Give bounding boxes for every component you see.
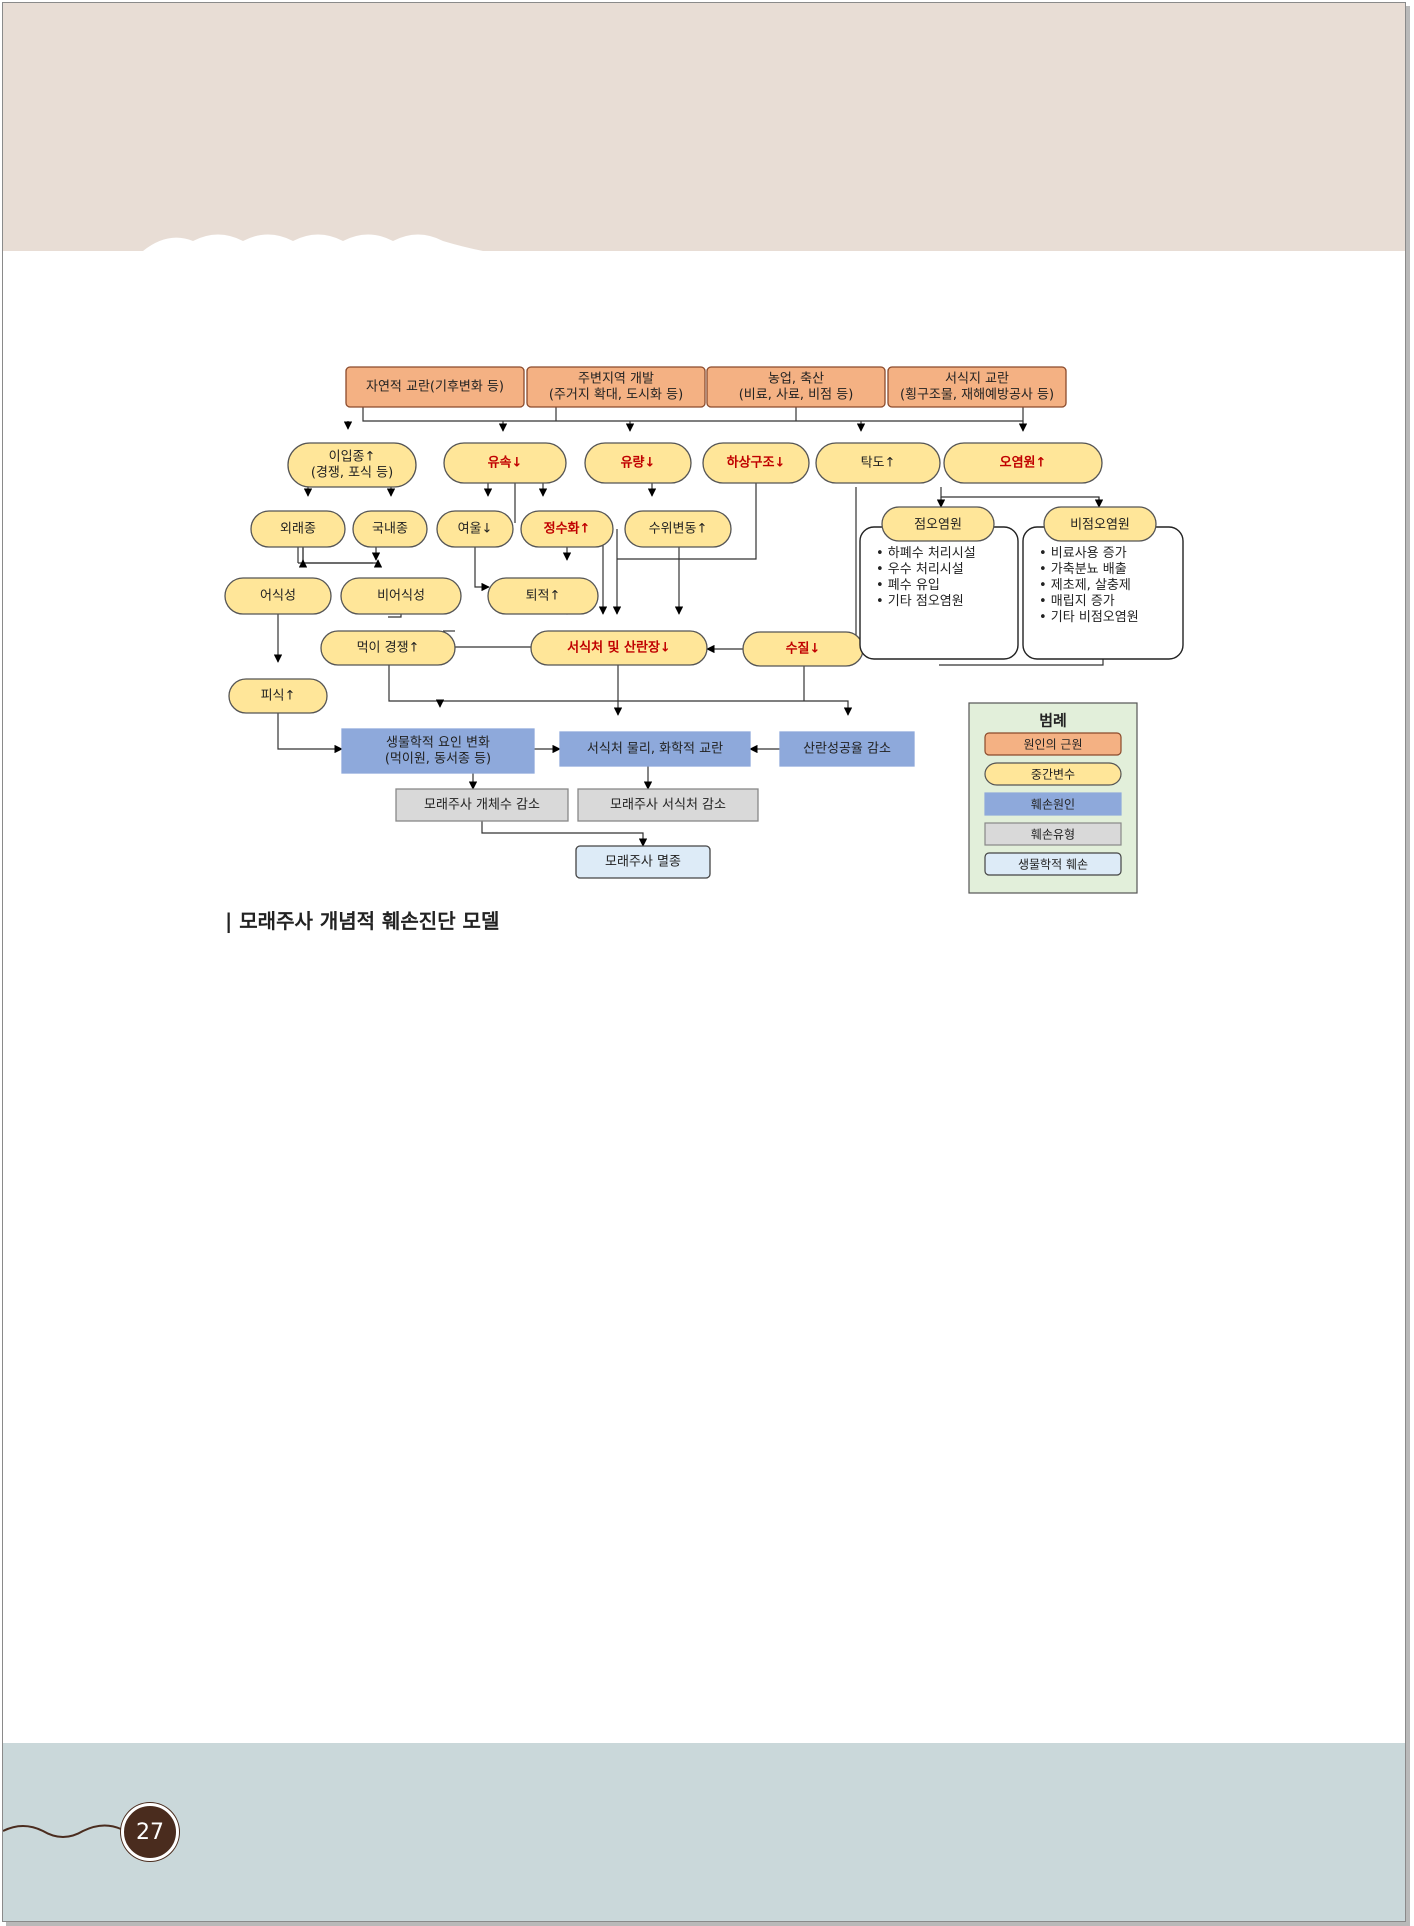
node-d_physchem-label: 서식처 물리, 화학적 교란 [587,742,723,757]
diagram-node-b_extinct: 모래주사 멸종 [575,845,711,879]
node-m_predation-label: 피식↑ [261,689,296,704]
node-t_habitat-label: 모래주사 서식처 감소 [610,798,726,813]
header-wave-decoration [3,234,1405,263]
header-band [3,3,1405,251]
node-m_nonfish-label: 비어식성 [377,589,425,604]
node-m_sediment-label: 퇴적↑ [526,589,561,604]
node-m_fishfeed-label: 어식성 [260,589,296,604]
node-d_bio-label: 생물학적 요인 변화 [386,736,490,751]
node-t_count-label: 모래주사 개체수 감소 [424,798,540,813]
node-m_turbidity-label: 탁도↑ [861,456,896,471]
nonpoint-source-box-item: • 비료사용 증가 [1039,546,1127,561]
page-number: 27 [121,1803,179,1861]
legend-item-label: 원인의 근원 [1023,738,1082,752]
legend-item-label: 생물학적 훼손 [1018,858,1088,872]
nonpoint-source-box-item: • 가축분뇨 배출 [1039,562,1127,577]
node-b_extinct-label: 모래주사 멸종 [605,855,681,870]
node-m_invasive-label: (경쟁, 포식 등) [311,466,393,481]
node-m_flowspeed-label: 유속↓ [488,456,523,471]
node-c2-label: 주변지역 개발 [578,372,654,387]
node-m_alien-label: 외래종 [280,522,316,537]
connector-line [388,614,402,618]
node-c4-label: 서식지 교란 [945,372,1009,387]
diagram-node-c2: 주변지역 개발(주거지 확대, 도시화 등) [526,366,706,408]
node-m_invasive-label: 이입종↑ [329,450,376,465]
diagram-node-m_flowrate: 유량↓ [584,442,692,484]
diagram-node-m_habitat: 서식처 및 산란장↓ [530,630,708,666]
node-c4-label: (횡구조물, 재해예방공사 등) [900,388,1054,403]
damage-diagnosis-diagram: 자연적 교란(기후변화 등)주변지역 개발(주거지 확대, 도시화 등)농업, … [224,366,1184,894]
legend-item-label: 중간변수 [1031,768,1075,782]
diagram-node-m_nonfish: 비어식성 [340,577,462,615]
diagram-node-m_turbidity: 탁도↑ [815,442,941,484]
nonpoint-source-box-title: 비점오염원 [1070,518,1130,533]
footer-band [3,1743,1405,1921]
diagram-node-m_alien: 외래종 [250,510,346,548]
node-m_pollution-label: 오염원↑ [1000,455,1047,471]
connector-line [302,547,383,568]
diagram-node-c1: 자연적 교란(기후변화 등) [345,366,525,408]
diagram-node-m_pollution: 오염원↑ [943,442,1103,484]
node-m_riverbed-label: 하상구조↓ [727,455,786,471]
point-source-box-item: • 하폐수 처리시설 [876,546,976,561]
diagram-node-m_stagnant: 정수화↑ [520,510,614,548]
node-d_bio-label: (먹이원, 동서종 등) [385,752,491,767]
point-source-box-item: • 폐수 유입 [876,578,940,593]
diagram-node-m_pool: 여울↓ [436,510,514,548]
node-c3-label: (비료, 사료, 비점 등) [739,388,854,403]
diagram-node-d_oxygen: 산란성공율 감소 [779,731,915,767]
diagram-node-c3: 농업, 축산(비료, 사료, 비점 등) [706,366,886,408]
diagram-node-m_foodcomp: 먹이 경쟁↑ [320,630,456,666]
point-source-box-title: 점오염원 [914,518,962,533]
diagram-node-m_fishfeed: 어식성 [224,577,332,615]
connector-line [481,821,648,847]
point-source-box: 점오염원 • 하폐수 처리시설• 우수 처리시설• 폐수 유입• 기타 점오염원 [859,506,1019,660]
figure-caption: | 모래주사 개념적 훼손진단 모델 [225,909,500,933]
diagram-node-m_native: 국내종 [352,510,428,548]
diagram-node-t_habitat: 모래주사 서식처 감소 [577,788,759,822]
node-c2-label: (주거지 확대, 도시화 등) [549,388,683,403]
connector-line [362,407,1024,422]
diagram-node-m_waterlevel: 수위변동↑ [624,510,732,548]
point-source-box-item: • 우수 처리시설 [876,562,964,577]
diagram-node-c4: 서식지 교란(횡구조물, 재해예방공사 등) [887,366,1067,408]
diagram-nodes: 자연적 교란(기후변화 등)주변지역 개발(주거지 확대, 도시화 등)농업, … [224,366,1184,894]
legend-item-label: 훼손유형 [1031,828,1075,842]
nonpoint-source-box-item: • 매립지 증가 [1039,594,1115,609]
legend-item-label: 훼손원인 [1031,798,1075,812]
diagram-node-d_physchem: 서식처 물리, 화학적 교란 [559,731,751,767]
node-m_foodcomp-label: 먹이 경쟁↑ [357,641,420,656]
legend-title: 범례 [1039,712,1067,730]
diagram-node-m_predation: 피식↑ [228,678,328,714]
nonpoint-source-box-item: • 기타 비점오염원 [1039,610,1139,625]
connector-line [940,487,1100,507]
node-m_stagnant-label: 정수화↑ [544,521,591,537]
node-c1-label: 자연적 교란(기후변화 등) [366,380,504,395]
node-m_waterlevel-label: 수위변동↑ [649,522,708,537]
nonpoint-source-box: 비점오염원 • 비료사용 증가• 가축분뇨 배출• 제초제, 살충제• 매립지 증… [1022,506,1184,660]
diagram-node-m_flowspeed: 유속↓ [443,442,567,484]
node-m_flowrate-label: 유량↓ [621,456,656,471]
diagram-node-m_riverbed: 하상구조↓ [702,442,810,484]
node-m_native-label: 국내종 [372,522,408,537]
node-m_pool-label: 여울↓ [458,522,493,537]
connector-line [617,463,757,560]
node-m_habitat-label: 서식처 및 산란장↓ [567,640,671,656]
diagram-node-t_count: 모래주사 개체수 감소 [395,788,569,822]
nonpoint-source-box-item: • 제초제, 살충제 [1039,578,1131,593]
diagram-node-d_bio: 생물학적 요인 변화(먹이원, 동서종 등) [341,728,535,774]
point-source-box-item: • 기타 점오염원 [876,594,964,609]
node-c3-label: 농업, 축산 [768,372,824,387]
connector-line [277,713,343,754]
diagram-node-m_quality: 수질↓ [742,631,864,667]
connector-line [474,547,490,592]
node-m_quality-label: 수질↓ [786,642,821,657]
node-d_oxygen-label: 산란성공율 감소 [803,742,891,757]
diagram-node-m_invasive: 이입종↑(경쟁, 포식 등) [287,442,417,488]
diagram-node-m_sediment: 퇴적↑ [487,577,599,615]
